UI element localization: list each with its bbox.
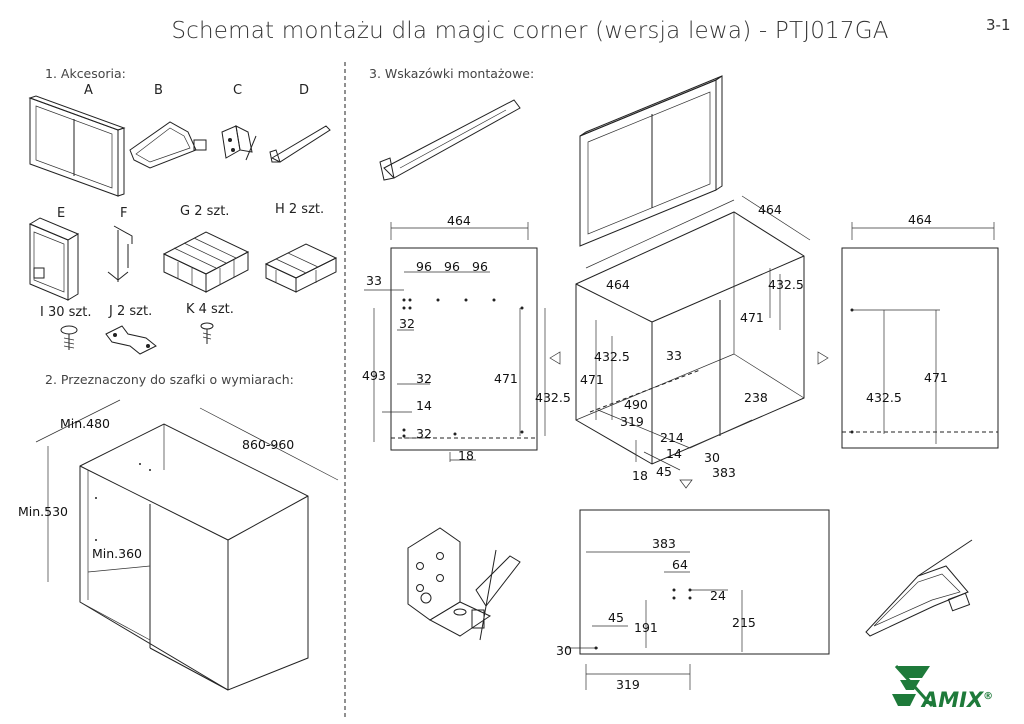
- accessory-f-bracket: [107, 225, 133, 282]
- label-i: I 30 szt.: [40, 305, 92, 320]
- bp-dim-383: 383: [652, 536, 676, 551]
- section-intended-cabinet: 2. Przeznaczony do szafki o wymiarach:: [45, 372, 294, 387]
- dim-height: Min.530: [18, 504, 68, 519]
- lp-dim-32a: 32: [399, 316, 415, 331]
- cc-dim-238: 238: [744, 390, 768, 405]
- right-panel-drawing: 464 432.5 471: [841, 212, 999, 449]
- lp-dim-471: 471: [494, 371, 518, 386]
- lp-dim-4325: 432.5: [535, 390, 571, 405]
- bp-dim-24: 24: [710, 588, 726, 603]
- label-g: G 2 szt.: [180, 204, 230, 219]
- dim-depth: Min.480: [60, 416, 110, 431]
- accessory-d-slide: [269, 125, 331, 163]
- label-f: F: [120, 206, 128, 221]
- accessory-g-basket: [162, 231, 250, 293]
- label-j: J 2 szt.: [109, 304, 153, 319]
- accessory-b-wire-arm: [129, 121, 207, 169]
- lp-dim-18: 18: [458, 448, 474, 463]
- cc-dim-side464: 464: [758, 202, 782, 217]
- cc-dim-top464: 464: [606, 277, 630, 292]
- cc-dim-319: 319: [620, 414, 644, 429]
- rp-dim-471: 471: [924, 370, 948, 385]
- lp-dim-493: 493: [362, 368, 386, 383]
- cc-dim-30: 30: [704, 450, 720, 465]
- page-title: Schemat montażu dla magic corner (wersja…: [171, 18, 889, 44]
- label-e: E: [57, 206, 66, 221]
- amix-logo-text: AMIX®: [922, 688, 993, 712]
- cc-dim-383: 383: [712, 465, 736, 480]
- page-number: 3-1: [986, 16, 1011, 34]
- accessory-h-basket: [264, 243, 338, 293]
- cc-dim-471a: 471: [740, 310, 764, 325]
- accessory-j-clip: [105, 325, 157, 355]
- accessory-c-hinge: [221, 125, 257, 161]
- dim-inner: Min.360: [92, 546, 142, 561]
- bp-dim-64: 64: [672, 557, 688, 572]
- slide-rail-drawing: [379, 99, 521, 181]
- cc-dim-490: 490: [624, 397, 648, 412]
- accessory-i-screw: [60, 325, 78, 350]
- wire-arm-detail-drawing: [865, 539, 973, 637]
- lp-dim-96a: 96: [416, 259, 432, 274]
- logo-reg: ®: [983, 691, 994, 702]
- cc-dim-45: 45: [656, 464, 672, 479]
- lp-dim-14: 14: [416, 398, 432, 413]
- lp-dim-96c: 96: [472, 259, 488, 274]
- cc-dim-4325b: 432.5: [594, 349, 630, 364]
- rp-dim-4325: 432.5: [866, 390, 902, 405]
- logo-name: AMIX: [922, 688, 984, 712]
- cc-dim-33: 33: [666, 348, 682, 363]
- section-accessories: 1. Akcesoria:: [45, 66, 126, 81]
- amix-logo-mark: [892, 664, 934, 708]
- lp-dim-32b: 32: [416, 371, 432, 386]
- label-a: A: [84, 83, 93, 98]
- cc-dim-14: 14: [666, 446, 682, 461]
- cc-dim-18: 18: [632, 468, 648, 483]
- rp-dim-w: 464: [908, 212, 932, 227]
- lp-dim-32c: 32: [416, 426, 432, 441]
- hinge-detail-drawing: [407, 527, 521, 641]
- center-cabinet-drawing: 464 464 432.5 471 432.5 471 33 490 319 2…: [575, 195, 829, 489]
- bp-dim-30: 30: [556, 643, 572, 658]
- label-c: C: [233, 83, 243, 98]
- cc-dim-4325a: 432.5: [768, 277, 804, 292]
- accessory-k-screw: [200, 322, 214, 344]
- label-d: D: [299, 83, 310, 98]
- accessory-e-frame: [28, 217, 80, 301]
- bp-dim-191: 191: [634, 620, 658, 635]
- lp-dim-w: 464: [447, 213, 471, 228]
- label-b: B: [154, 83, 163, 98]
- bp-dim-319: 319: [616, 677, 640, 692]
- frame-drawing: [579, 75, 723, 247]
- bp-dim-45: 45: [608, 610, 624, 625]
- left-panel-drawing: 464 33 96 96 96 32 493 32 14 32 18 471 4…: [362, 213, 571, 463]
- cc-dim-214: 214: [660, 430, 684, 445]
- accessory-a-frame: [28, 95, 126, 197]
- bp-dim-215: 215: [732, 615, 756, 630]
- bottom-panel-drawing: 383 64 24 45 191 215 30 319: [556, 509, 830, 692]
- cabinet-drawing: Min.480 860-960 Min.530 Min.360: [18, 399, 339, 691]
- cc-dim-471b: 471: [580, 372, 604, 387]
- lp-dim-33: 33: [366, 273, 382, 288]
- lp-dim-96b: 96: [444, 259, 460, 274]
- section-assembly-hints: 3. Wskazówki montażowe:: [369, 66, 535, 81]
- label-h: H 2 szt.: [275, 202, 325, 217]
- label-k: K 4 szt.: [186, 302, 234, 317]
- dim-width: 860-960: [242, 437, 294, 452]
